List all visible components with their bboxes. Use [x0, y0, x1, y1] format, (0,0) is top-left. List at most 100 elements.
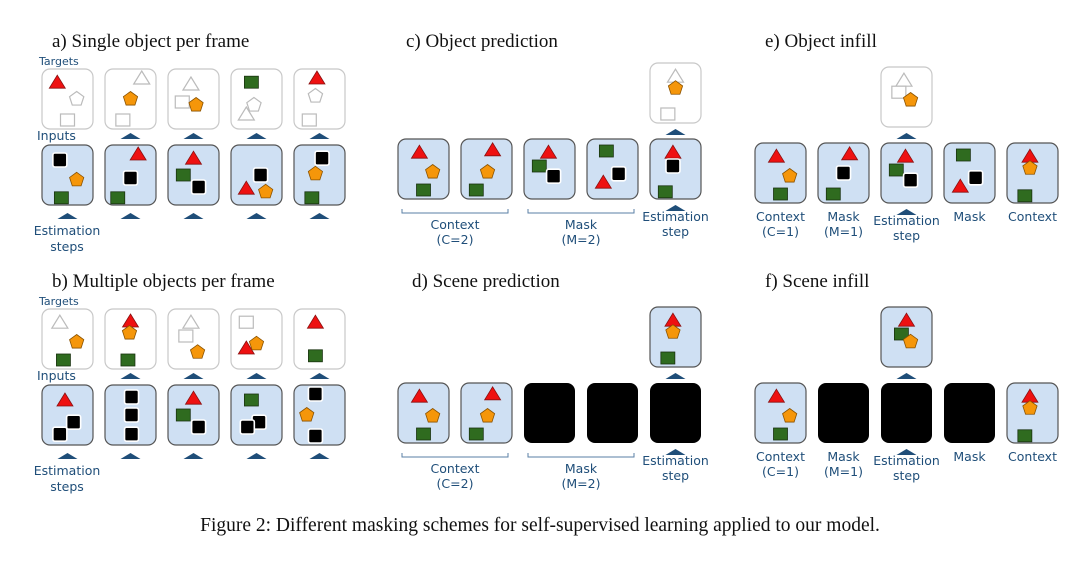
green-square-icon	[468, 427, 484, 441]
group-bracket	[401, 453, 509, 458]
masked-frame	[524, 383, 575, 443]
estimation-steps-label: steps	[50, 479, 84, 494]
ghost-square-icon	[174, 95, 190, 109]
group-label: Mask	[565, 461, 598, 476]
input-frame	[293, 144, 346, 206]
masked-frame-fill	[881, 383, 932, 443]
green-square-icon	[773, 187, 788, 201]
masked-frame	[818, 383, 869, 443]
green-square-icon	[657, 185, 673, 199]
input-frame	[880, 142, 933, 204]
group-label: Mask	[953, 209, 986, 224]
target-arrow-icon	[665, 373, 686, 379]
input-frame	[397, 138, 450, 200]
masked-object-icon	[610, 166, 627, 182]
target-frame-border	[167, 308, 220, 370]
green-square-icon	[243, 75, 259, 89]
target-frame-border	[293, 308, 346, 370]
target-frame	[880, 66, 933, 128]
input-frame	[41, 144, 94, 206]
masked-object-icon	[65, 414, 82, 431]
group-label: Context	[1008, 209, 1057, 224]
target-arrow-icon	[896, 133, 917, 139]
group-label: (C=2)	[437, 232, 474, 247]
masked-frame-fill	[587, 383, 638, 443]
target-frame	[230, 308, 283, 370]
masked-frame-fill	[524, 383, 575, 443]
target-arrow-icon	[120, 133, 141, 139]
masked-object-icon	[307, 428, 324, 444]
green-square-icon	[243, 393, 259, 407]
input-frame	[523, 138, 576, 200]
red-triangle-icon	[306, 314, 325, 329]
ghost-triangle-icon	[181, 314, 201, 329]
group-label: step	[662, 224, 689, 239]
group-label: step	[662, 468, 689, 483]
orange-pentagon-icon	[69, 334, 85, 349]
ghost-square-icon	[238, 315, 254, 329]
orange-pentagon-icon	[665, 324, 681, 339]
masked-object-icon	[545, 168, 562, 184]
target-arrow-icon	[246, 133, 267, 139]
red-triangle-icon	[594, 174, 613, 189]
group-label: (M=1)	[824, 224, 863, 239]
step-arrow-icon	[309, 453, 330, 459]
orange-pentagon-icon	[258, 183, 274, 199]
orange-pentagon-icon	[1022, 160, 1038, 175]
target-arrow-icon	[896, 373, 917, 379]
orange-pentagon-icon	[902, 92, 919, 107]
panel-title: f) Scene infill	[765, 271, 869, 292]
input-frame-border	[754, 142, 807, 204]
input-frame	[293, 384, 346, 446]
group-label: Context	[431, 217, 480, 232]
group-bracket	[401, 209, 509, 214]
orange-pentagon-icon	[188, 97, 204, 112]
masked-object-icon	[314, 150, 330, 166]
green-square-icon	[120, 353, 136, 367]
step-arrow-icon	[183, 453, 204, 459]
target-frame	[167, 308, 220, 370]
figure-caption: Figure 2: Different masking schemes for …	[200, 515, 880, 536]
estimation-steps-label: Estimation	[34, 463, 101, 478]
red-triangle-icon	[767, 388, 786, 403]
masked-object-icon	[123, 426, 140, 443]
red-triangle-icon	[237, 340, 256, 355]
input-frame	[943, 142, 996, 204]
red-triangle-icon	[308, 70, 326, 85]
group-label: Estimation	[873, 213, 940, 228]
ghost-square-icon	[660, 107, 676, 121]
green-square-icon	[175, 408, 191, 422]
ghost-pentagon-icon	[246, 96, 262, 112]
green-square-icon	[660, 351, 676, 365]
panel-title: e) Object infill	[765, 31, 877, 52]
group-label: Context	[756, 209, 805, 224]
target-arrow-icon	[309, 373, 330, 379]
green-square-icon	[175, 168, 191, 182]
group-label: Context	[431, 461, 480, 476]
red-triangle-icon	[840, 146, 859, 161]
input-frame-border	[293, 384, 346, 446]
orange-pentagon-icon	[1022, 400, 1038, 415]
green-square-icon	[110, 191, 126, 205]
group-label: Estimation	[873, 453, 940, 468]
target-arrow-icon	[309, 133, 330, 139]
group-label: Mask	[827, 209, 860, 224]
step-arrow-icon	[246, 453, 267, 459]
orange-pentagon-icon	[425, 408, 441, 423]
step-arrow-icon	[665, 449, 686, 455]
orange-pentagon-icon	[479, 408, 496, 423]
ghost-triangle-icon	[50, 314, 69, 329]
orange-pentagon-icon	[782, 408, 798, 423]
panel-title: c) Object prediction	[406, 31, 558, 52]
red-triangle-icon	[951, 178, 970, 193]
masked-object-icon	[122, 170, 139, 186]
step-arrow-icon	[896, 209, 917, 215]
masked-object-icon	[52, 426, 68, 443]
red-triangle-icon	[410, 144, 429, 159]
input-frame	[754, 142, 807, 204]
green-square-icon	[955, 148, 971, 162]
masked-object-icon	[123, 407, 140, 423]
group-bracket	[527, 453, 635, 458]
orange-pentagon-icon	[667, 80, 684, 95]
input-frame	[1006, 382, 1059, 444]
